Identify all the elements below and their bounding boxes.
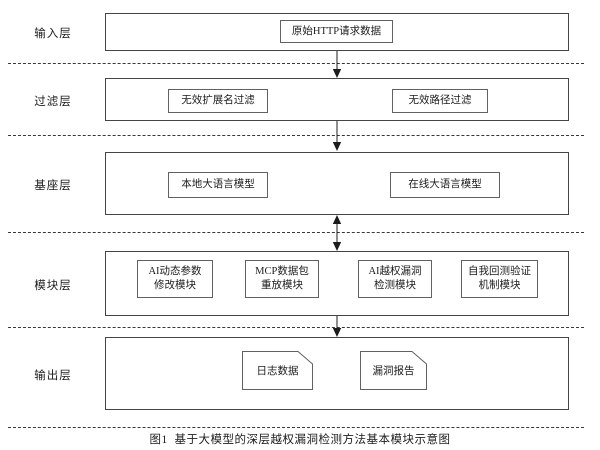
separator-input-filter — [8, 63, 584, 64]
separator-bottom — [8, 427, 584, 428]
layer-label-base: 基座层 — [34, 180, 72, 192]
module-box-line: 自我回测验证 — [468, 266, 531, 277]
arrow-down-icon — [332, 121, 342, 151]
module-box-line: 重放模块 — [261, 280, 303, 291]
filter-invalid-extension-box: 无效扩展名过滤 — [168, 89, 268, 113]
module-box-line: 检测模块 — [374, 280, 416, 291]
filter-invalid-path-box: 无效路径过滤 — [392, 89, 488, 113]
document-shape-icon — [242, 351, 313, 390]
module-box-line: 机制模块 — [478, 280, 521, 291]
output-log-data-doc: 日志数据 — [242, 351, 313, 390]
module-box-line: AI越权漏洞 — [368, 266, 422, 277]
module-mcp-replay-box: MCP数据包 重放模块 — [245, 260, 319, 298]
module-ai-param-box: AI动态参数 修改模块 — [137, 260, 213, 298]
arrow-down-icon — [332, 51, 342, 78]
layer-label-filter: 过滤层 — [34, 96, 72, 108]
separator-base-module — [8, 232, 584, 233]
document-shape-icon — [360, 351, 427, 390]
separator-module-output — [8, 327, 584, 328]
layer-label-output: 输出层 — [34, 370, 72, 382]
base-online-llm-box: 在线大语言模型 — [390, 172, 500, 198]
arrow-down-icon — [332, 316, 342, 337]
output-layer-rect — [105, 337, 569, 410]
figure-caption: 图1 基于大模型的深层越权漏洞检测方法基本模块示意图 — [149, 434, 451, 446]
module-self-retest-box: 自我回测验证 机制模块 — [461, 260, 538, 298]
module-privilege-detect-box: AI越权漏洞 检测模块 — [358, 260, 432, 298]
input-http-data-box: 原始HTTP请求数据 — [280, 20, 393, 43]
output-vuln-report-doc: 漏洞报告 — [360, 351, 427, 390]
arrow-up-down-icon — [332, 215, 342, 251]
module-box-line: MCP数据包 — [255, 266, 309, 277]
output-doc-label: 日志数据 — [256, 366, 299, 377]
separator-filter-base — [8, 135, 584, 136]
module-box-line: AI动态参数 — [148, 266, 202, 277]
layer-label-module: 模块层 — [34, 280, 72, 292]
output-doc-label: 漏洞报告 — [372, 366, 415, 377]
layer-label-input: 输入层 — [34, 28, 72, 40]
module-box-line: 修改模块 — [154, 280, 196, 291]
base-local-llm-box: 本地大语言模型 — [168, 172, 268, 198]
